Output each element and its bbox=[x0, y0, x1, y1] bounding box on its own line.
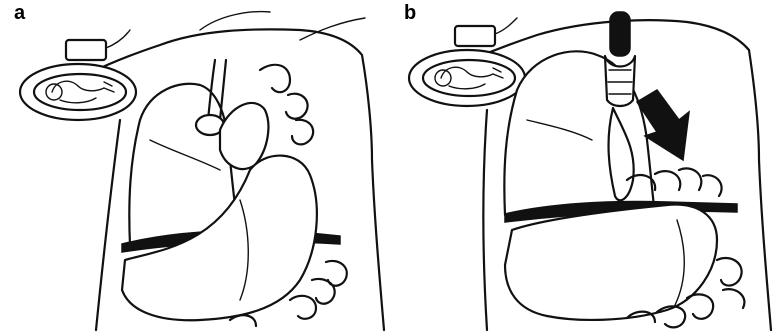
left-body-edge bbox=[96, 120, 120, 330]
uterus-outline bbox=[409, 50, 525, 106]
panel-b: b bbox=[387, 0, 773, 335]
stomach-mass bbox=[505, 205, 717, 320]
neck-line bbox=[200, 12, 270, 30]
monitor-box bbox=[455, 26, 495, 46]
left-body-edge bbox=[483, 110, 487, 330]
monitor-cable bbox=[106, 30, 130, 48]
esophagus-segment bbox=[605, 56, 635, 106]
panel-a: a bbox=[0, 0, 386, 335]
nasogastric-tube bbox=[610, 12, 630, 56]
stomach-upper bbox=[220, 103, 268, 169]
monitor-box bbox=[66, 40, 106, 60]
panel-b-illustration bbox=[387, 0, 773, 335]
panel-a-illustration bbox=[0, 0, 386, 335]
uterus-outline bbox=[20, 64, 136, 120]
monitor-cable bbox=[495, 18, 517, 34]
